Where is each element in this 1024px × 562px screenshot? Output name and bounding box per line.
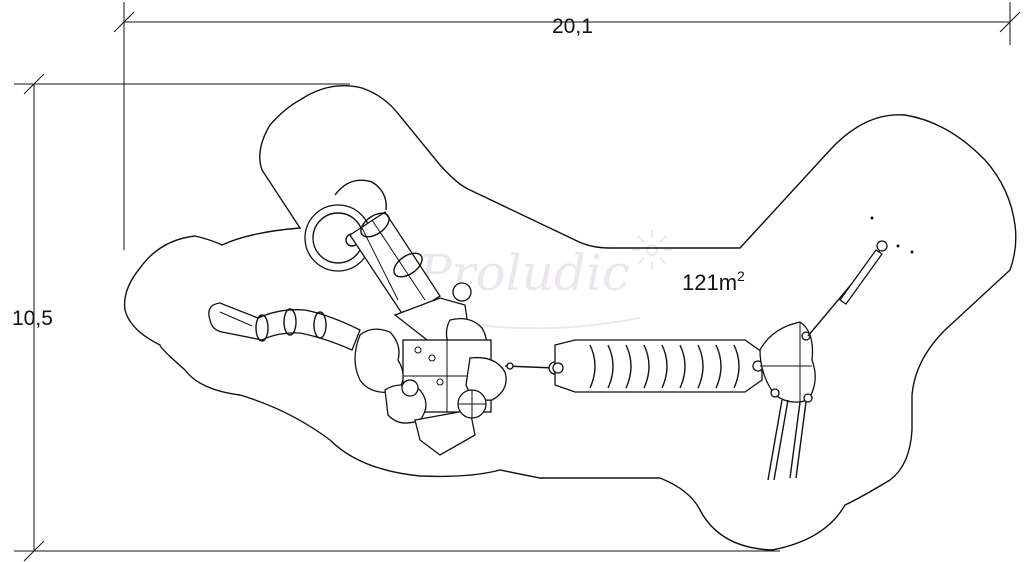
climbing-frame <box>759 321 816 481</box>
area-superscript: 2 <box>737 268 745 284</box>
climbing-rope <box>807 216 914 337</box>
play-tower <box>354 282 507 456</box>
ladder-rungs <box>589 344 740 389</box>
watermark-flower-icon <box>632 230 672 270</box>
safety-zone-outline <box>123 85 1017 551</box>
spiral-slide <box>304 179 441 319</box>
tube-slide <box>208 302 361 351</box>
rope-anchor-icon <box>876 240 888 252</box>
height-dimension: 10,5 <box>12 73 780 562</box>
watermark-text: Proludic <box>417 244 630 302</box>
ladder-frame <box>554 339 763 393</box>
width-tick-left <box>113 11 135 33</box>
height-label: 10,5 <box>12 307 53 330</box>
climbing-pole-2 <box>789 401 807 479</box>
width-tick-right <box>999 11 1021 33</box>
tower-foliage-west <box>354 328 404 394</box>
spiral-slide-rail <box>334 179 387 211</box>
area-label: 121m2 <box>682 268 745 295</box>
climbing-rope-grip <box>839 249 883 305</box>
horizontal-ladder <box>552 339 764 393</box>
width-dimension: 20,1 <box>113 2 1021 250</box>
width-label: 20,1 <box>552 15 593 38</box>
height-tick-top <box>23 73 45 95</box>
height-tick-bottom <box>23 540 45 562</box>
area-value: 121m <box>682 270 737 295</box>
climbing-pole-1 <box>767 399 789 481</box>
